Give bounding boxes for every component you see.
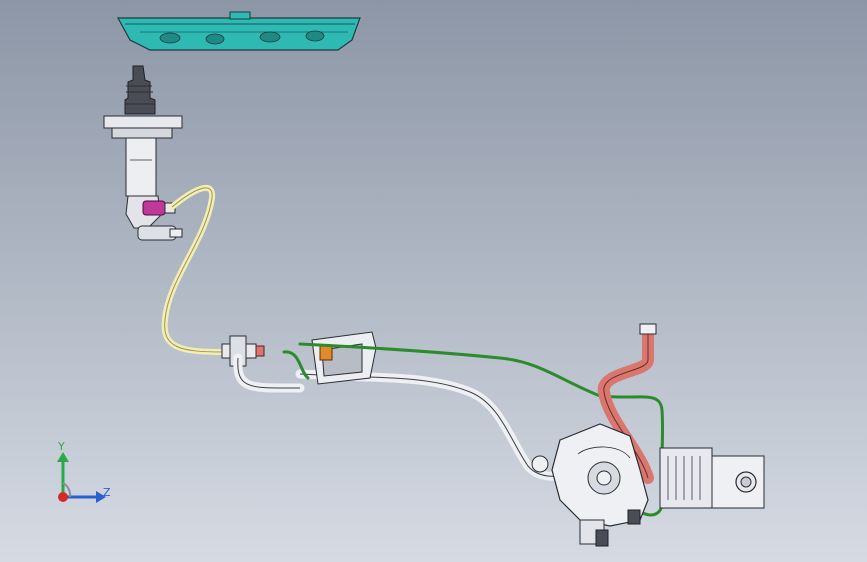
yellow-hose-outline <box>164 187 225 353</box>
rotation-arc <box>62 482 72 498</box>
gearbox-housing[interactable] <box>531 423 649 547</box>
actuator-block[interactable] <box>659 447 765 509</box>
z-axis-arrowhead <box>96 491 106 503</box>
red-pipe-cap <box>639 323 657 335</box>
y-axis-label: Y <box>57 440 65 453</box>
y-axis-arrowhead <box>57 452 69 462</box>
red-pipe-outline <box>603 330 649 479</box>
white-hard-pipe-outline <box>237 357 586 477</box>
x-axis-dot <box>58 492 68 502</box>
z-axis-label: Z <box>103 486 111 499</box>
reservoir-cover[interactable] <box>116 11 361 51</box>
